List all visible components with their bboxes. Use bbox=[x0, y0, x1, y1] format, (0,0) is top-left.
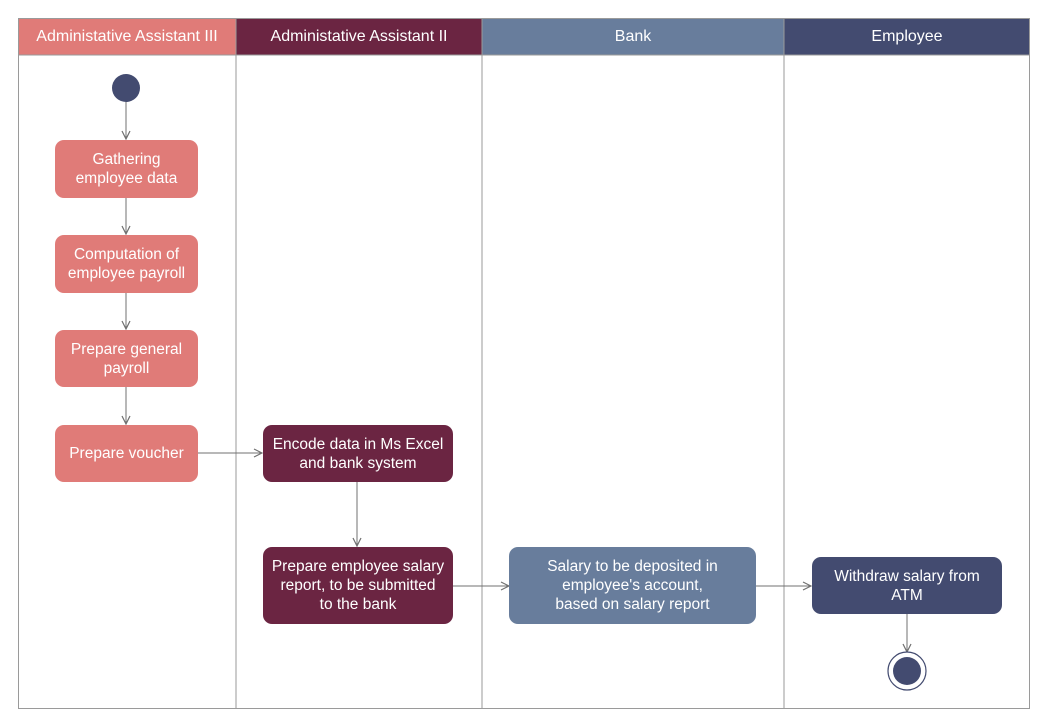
activity-encode-data: Encode data in Ms Excel and bank system bbox=[263, 425, 453, 482]
lane-header-employee: Employee bbox=[784, 18, 1030, 55]
activity-prepare-general-payroll: Prepare general payroll bbox=[55, 330, 198, 387]
activity-withdraw-salary: Withdraw salary from ATM bbox=[812, 557, 1002, 614]
activity-prepare-salary-report: Prepare employee salary report, to be su… bbox=[263, 547, 453, 624]
activity-gathering-employee-data: Gathering employee data bbox=[55, 140, 198, 198]
lane-outer-border bbox=[18, 18, 1030, 709]
activity-prepare-voucher: Prepare voucher bbox=[55, 425, 198, 482]
lane-header-admin-assistant-iii: Administative Assistant III bbox=[18, 18, 236, 55]
final-node-icon bbox=[887, 651, 927, 691]
activity-computation-of-payroll: Computation of employee payroll bbox=[55, 235, 198, 293]
initial-node-icon bbox=[112, 74, 140, 102]
lane-header-admin-assistant-ii: Administative Assistant II bbox=[236, 18, 482, 55]
activity-salary-deposit: Salary to be deposited in employee's acc… bbox=[509, 547, 756, 624]
lane-header-bank: Bank bbox=[482, 18, 784, 55]
